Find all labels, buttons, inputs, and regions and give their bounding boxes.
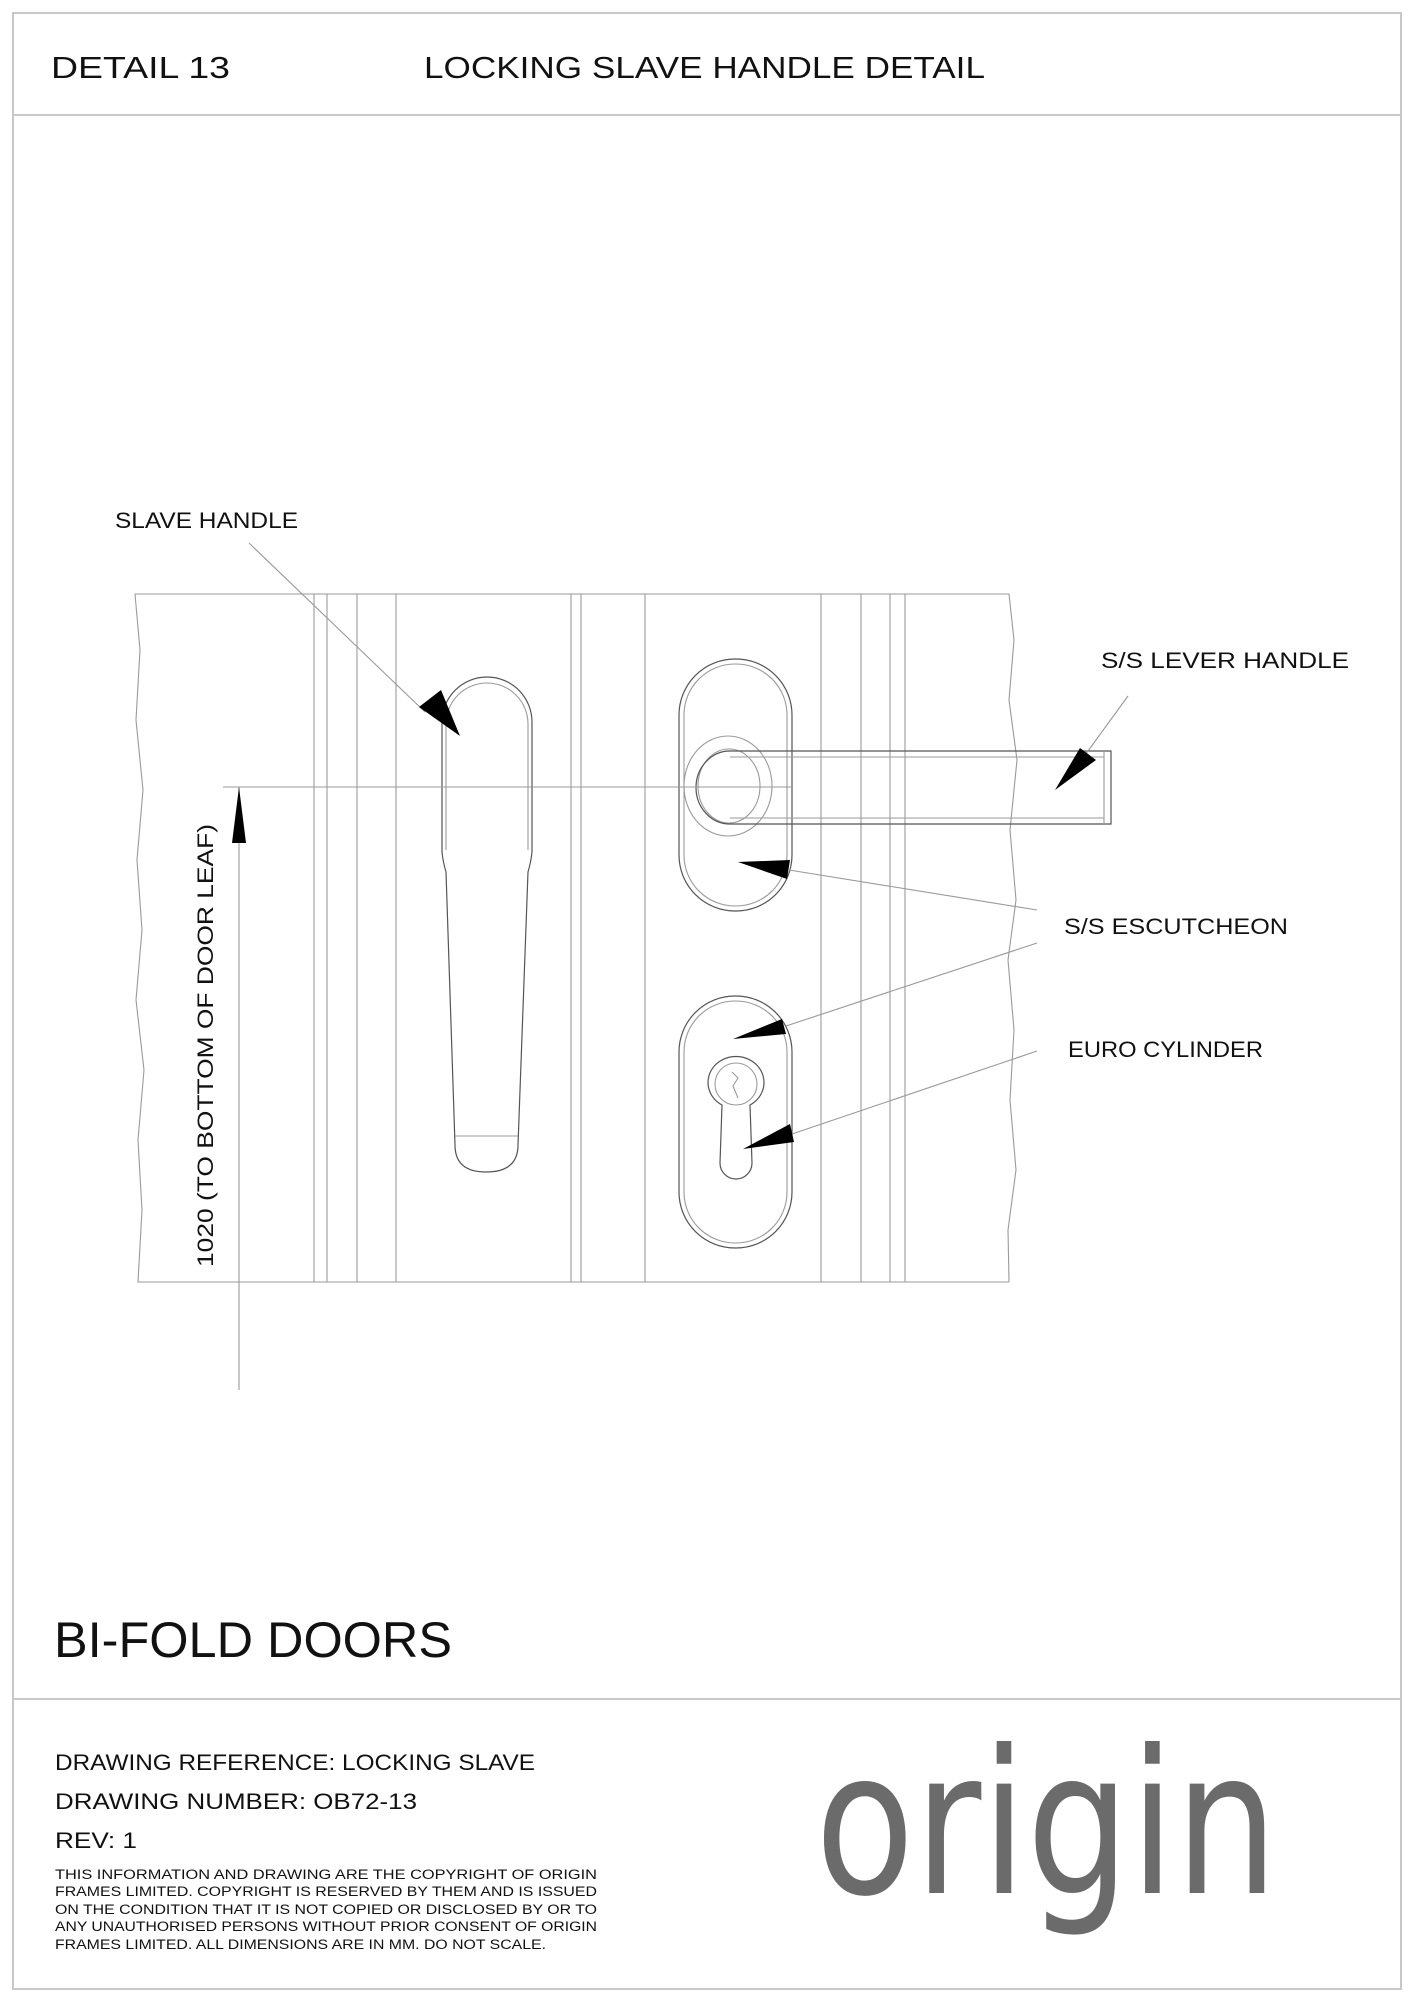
slave-handle-arrow-icon xyxy=(419,690,460,736)
slave-handle-leader xyxy=(248,542,426,713)
escutcheon-leader-lower xyxy=(785,942,1038,1027)
copyright-notice: THIS INFORMATION AND DRAWING ARE THE COP… xyxy=(55,1867,597,1952)
drawing-number: DRAWING NUMBER: OB72-13 xyxy=(55,1789,417,1814)
door-leaf-panel xyxy=(134,593,1018,1283)
lever-escutcheon-shape xyxy=(678,658,793,912)
sheet-border xyxy=(12,12,1402,1990)
escutcheon-arrow-lower-icon xyxy=(733,1019,786,1039)
detail-number: DETAIL 13 xyxy=(51,50,230,85)
escutcheon-label: S/S ESCUTCHEON xyxy=(1064,914,1288,939)
slave-handle-label: SLAVE HANDLE xyxy=(115,508,298,533)
product-title: BI-FOLD DOORS xyxy=(54,1612,452,1668)
copyright-line: FRAMES LIMITED. COPYRIGHT IS RESERVED BY… xyxy=(55,1884,597,1899)
escutcheon-leader-upper xyxy=(788,869,1038,911)
cylinder-escutcheon-shape xyxy=(678,995,793,1249)
profile-lines xyxy=(313,594,906,1282)
origin-logo: origin xyxy=(815,1708,1278,1941)
page-title: LOCKING SLAVE HANDLE DETAIL xyxy=(424,50,985,85)
lever-handle-arrow-icon xyxy=(1055,748,1096,790)
copyright-line: THIS INFORMATION AND DRAWING ARE THE COP… xyxy=(55,1867,597,1882)
dimension-arrow-icon xyxy=(232,787,246,843)
copyright-line: ON THE CONDITION THAT IT IS NOT COPIED O… xyxy=(55,1902,597,1917)
drawing-reference: DRAWING REFERENCE: LOCKING SLAVE xyxy=(55,1750,535,1775)
lever-handle-label: S/S LEVER HANDLE xyxy=(1101,648,1349,673)
lever-handle-leader xyxy=(1079,695,1129,763)
slave-handle-shape xyxy=(441,676,533,1173)
euro-cylinder-arrow-icon xyxy=(743,1124,794,1149)
lever-handle-shape xyxy=(695,750,1112,825)
copyright-line: ANY UNAUTHORISED PERSONS WITHOUT PRIOR C… xyxy=(55,1919,597,1934)
revision: REV: 1 xyxy=(55,1828,137,1853)
logo-wordmark: origin xyxy=(815,1708,1278,1941)
dimension-label: 1020 (TO BOTTOM OF DOOR LEAF) xyxy=(193,824,218,1267)
escutcheon-arrow-upper-icon xyxy=(738,860,790,879)
copyright-line: FRAMES LIMITED. ALL DIMENSIONS ARE IN MM… xyxy=(55,1937,546,1952)
euro-cylinder-leader xyxy=(791,1050,1038,1135)
euro-cylinder-shape xyxy=(707,1055,765,1180)
euro-cylinder-label: EURO CYLINDER xyxy=(1068,1037,1263,1062)
